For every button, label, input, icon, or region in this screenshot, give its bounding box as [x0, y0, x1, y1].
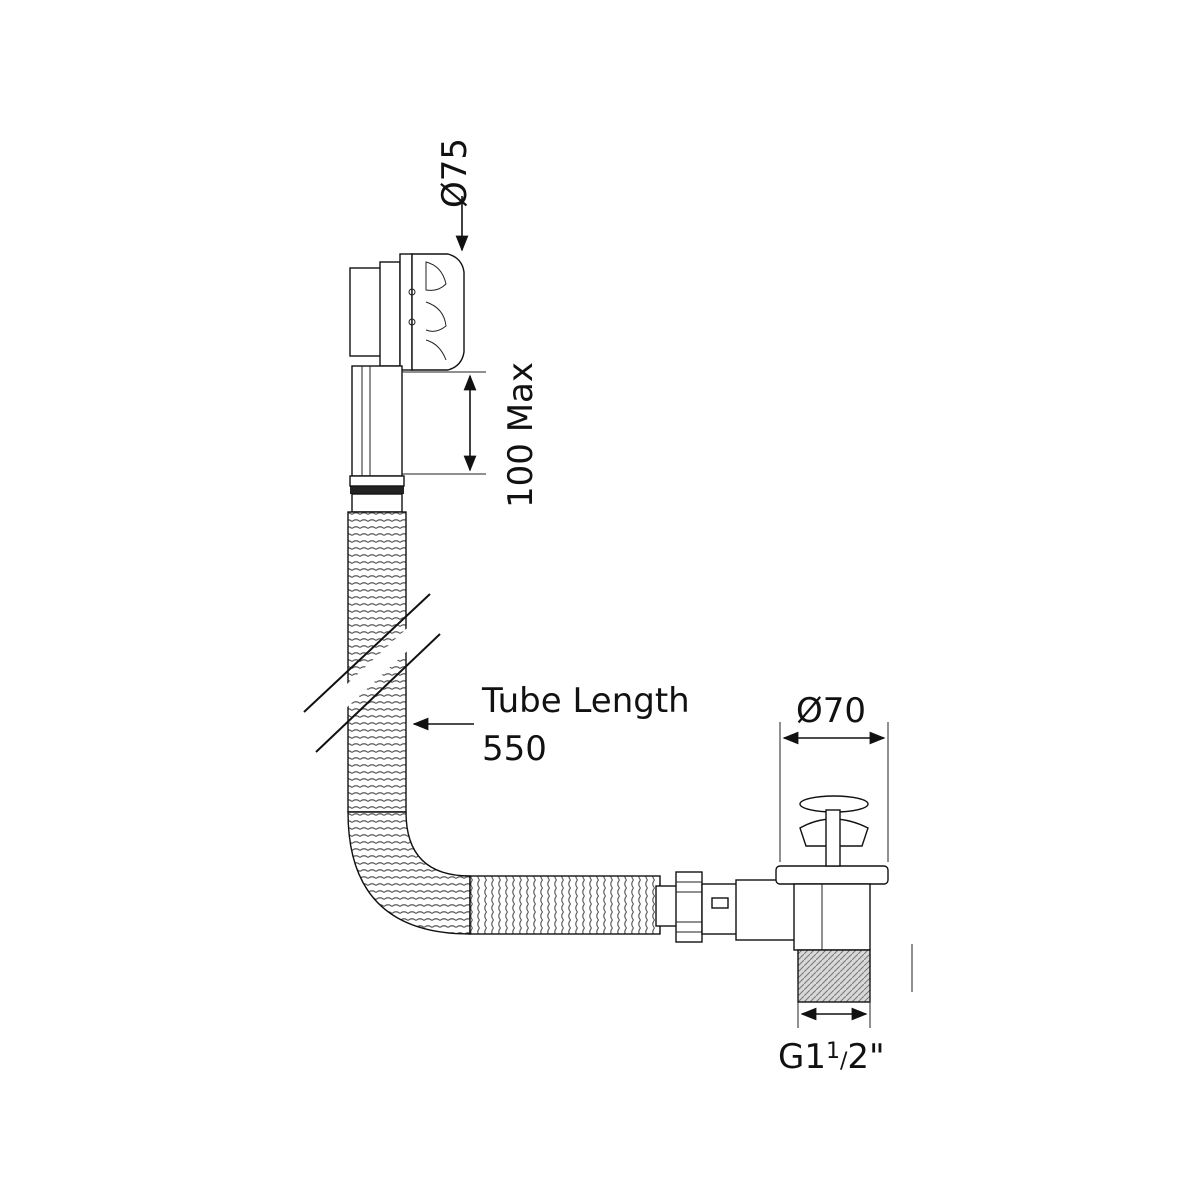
thread-fraction-num: 1 — [826, 1039, 840, 1064]
waste-side-inlet — [701, 883, 739, 935]
overflow-stem — [351, 365, 403, 477]
overflow-cover-detail — [425, 301, 447, 332]
thread-fraction-slash: / — [840, 1049, 848, 1074]
dimension-waste-diameter: Ø70 — [779, 691, 889, 862]
corrugated-tube — [303, 511, 661, 935]
overflow-flange — [379, 261, 401, 367]
thread-fraction-den: 2" — [847, 1037, 884, 1077]
overflow-ring — [399, 253, 413, 371]
overflow-cover-detail — [425, 339, 447, 361]
stem-seal-ring — [350, 486, 404, 494]
tube-bend — [347, 811, 471, 935]
overflow-head — [349, 253, 465, 513]
dimension-overflow-height: 100 Max — [402, 362, 541, 508]
dimension-overflow-diameter: Ø75 — [435, 138, 475, 252]
inlet-detail — [711, 897, 729, 909]
waste-body — [793, 883, 871, 951]
union-sleeve — [655, 885, 679, 927]
waste-flange — [775, 865, 889, 885]
overflow-screw — [408, 318, 416, 326]
waste-diameter-label: Ø70 — [796, 691, 866, 731]
overflow-diameter-label: Ø75 — [435, 138, 475, 208]
waste-side-branch — [735, 879, 797, 941]
dimension-thread: G11/2" — [778, 982, 885, 1077]
thread-prefix: G1 — [778, 1037, 826, 1077]
waste-thread — [797, 949, 871, 1003]
overflow-body — [349, 267, 383, 357]
thread-size-label: G11/2" — [778, 1037, 885, 1077]
tube-horizontal-section — [469, 875, 661, 935]
overflow-screw — [408, 288, 416, 296]
waste-assembly — [655, 795, 913, 1003]
overflow-cover-plate — [411, 253, 465, 371]
dimension-tube-length: Tube Length 550 — [412, 681, 690, 769]
stem-connector — [351, 493, 403, 513]
plug-stem — [825, 809, 841, 867]
break-line — [315, 633, 441, 753]
tube-length-value: 550 — [482, 729, 547, 769]
stem-collar — [349, 475, 405, 487]
overflow-cover-detail — [425, 261, 447, 291]
tube-length-label: Tube Length — [481, 681, 690, 721]
break-line — [303, 593, 431, 713]
overflow-height-label: 100 Max — [501, 362, 541, 508]
